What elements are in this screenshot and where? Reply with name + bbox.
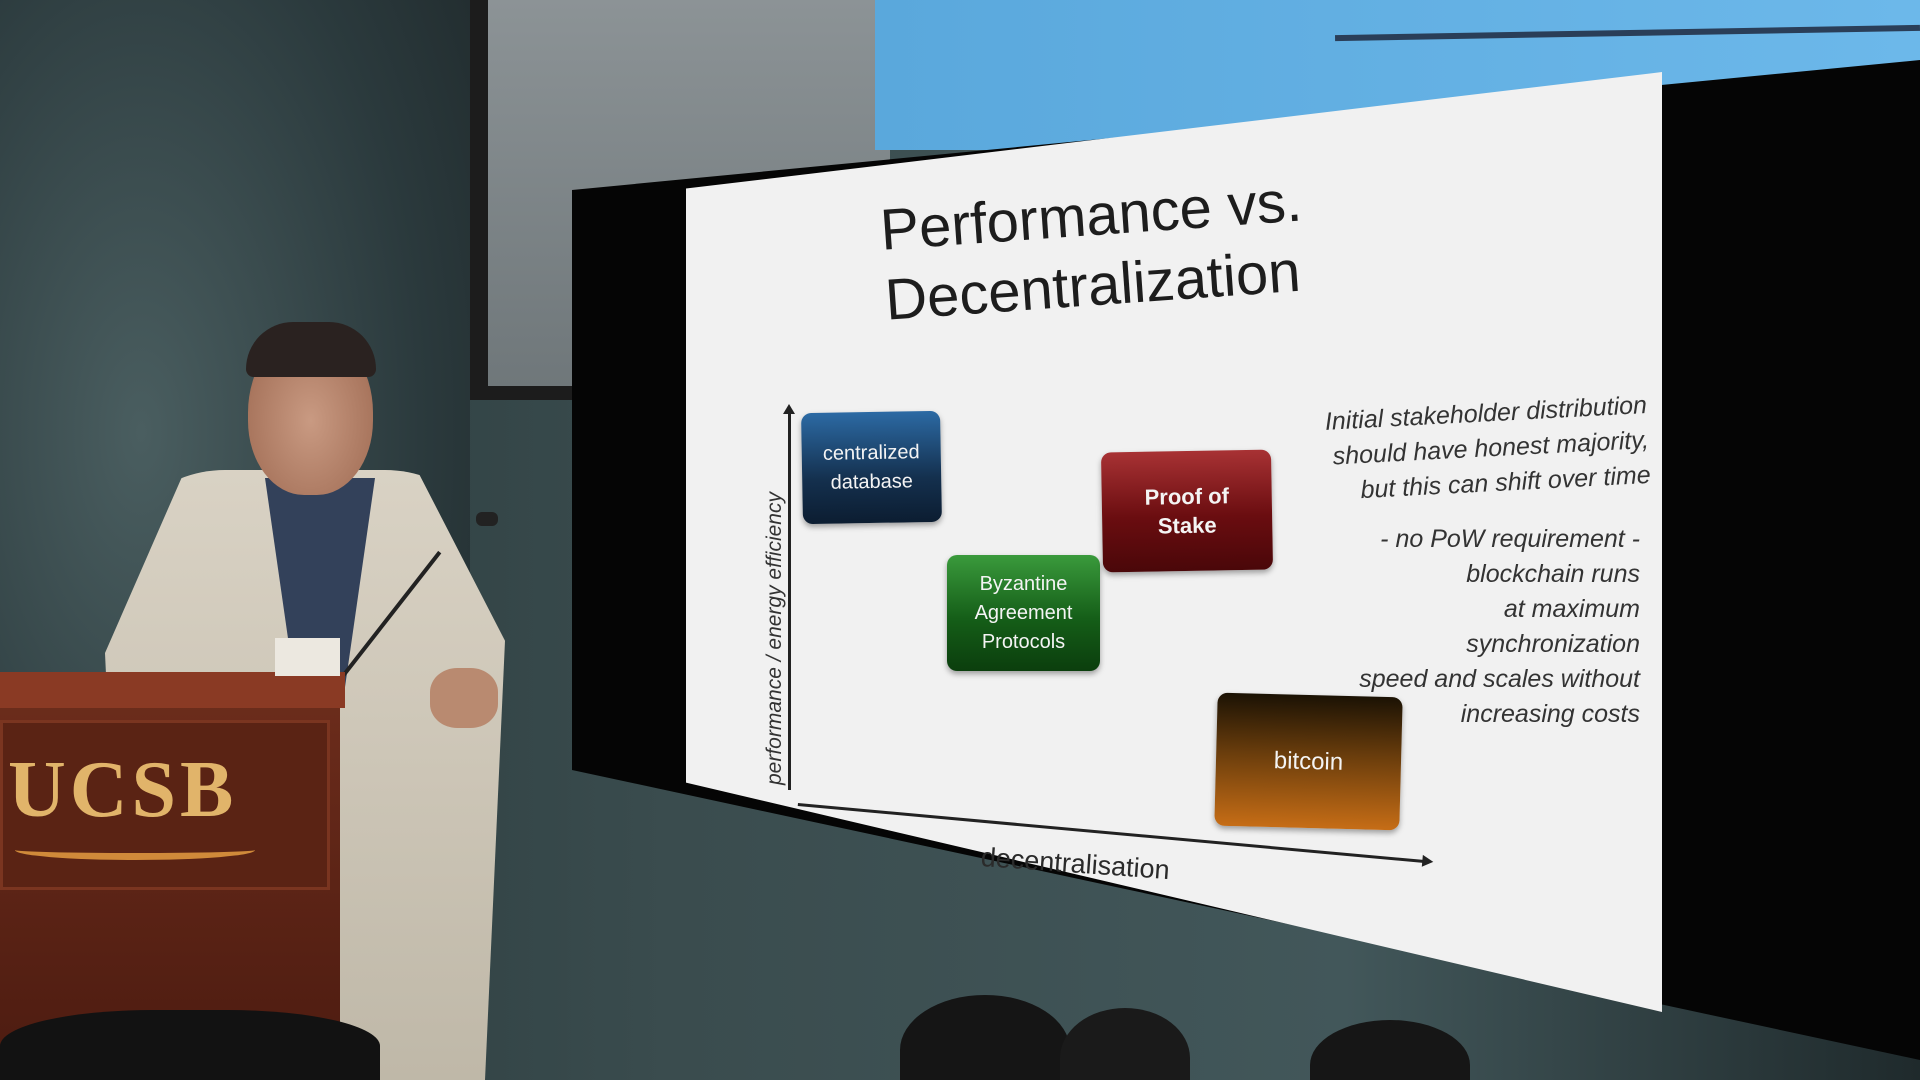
byzantine-agreement-box: Byzantine Agreement Protocols bbox=[947, 555, 1100, 671]
speaker-hair bbox=[246, 322, 376, 377]
pos-box-line-2: Stake bbox=[1157, 512, 1217, 539]
pow-note-line: blockchain runs bbox=[1466, 560, 1640, 588]
y-axis bbox=[783, 404, 795, 790]
byzantine-box-line-2: Agreement bbox=[974, 601, 1073, 624]
byzantine-box-line-1: Byzantine bbox=[979, 572, 1068, 595]
pow-note-line: at maximum bbox=[1503, 595, 1640, 623]
proof-of-stake-box: Proof of Stake bbox=[1100, 449, 1274, 573]
pow-note-line: increasing costs bbox=[1460, 700, 1640, 728]
podium-wave-icon bbox=[15, 840, 255, 860]
pos-box-line-1: Proof of bbox=[1144, 483, 1230, 510]
centralized-database-box: centralized database bbox=[801, 410, 942, 525]
microphone-icon bbox=[476, 512, 498, 526]
audience-head bbox=[1060, 1008, 1190, 1080]
y-axis-label: performance / energy efficiency bbox=[763, 492, 786, 785]
speaker-hand bbox=[430, 668, 498, 728]
stakeholder-note: Initial stakeholder distribution should … bbox=[1271, 388, 1652, 513]
podium-logo: UCSB bbox=[8, 746, 238, 834]
pow-note-line: speed and scales without bbox=[1359, 665, 1640, 693]
podium-top bbox=[0, 672, 345, 708]
centralized-box-line-2: database bbox=[830, 469, 914, 494]
pow-note-line: synchronization bbox=[1466, 630, 1640, 658]
byzantine-box-line-3: Protocols bbox=[981, 630, 1066, 653]
bitcoin-box-label: bitcoin bbox=[1273, 747, 1344, 776]
pow-note: - no PoW requirement - blockchain runs a… bbox=[1290, 522, 1640, 732]
centralized-box-line-1: centralized bbox=[822, 440, 920, 465]
name-badge bbox=[275, 638, 340, 676]
pow-note-line: - no PoW requirement - bbox=[1380, 525, 1640, 553]
podium-panel bbox=[0, 720, 330, 890]
audience-head bbox=[900, 995, 1070, 1080]
audience-head bbox=[0, 1010, 380, 1080]
